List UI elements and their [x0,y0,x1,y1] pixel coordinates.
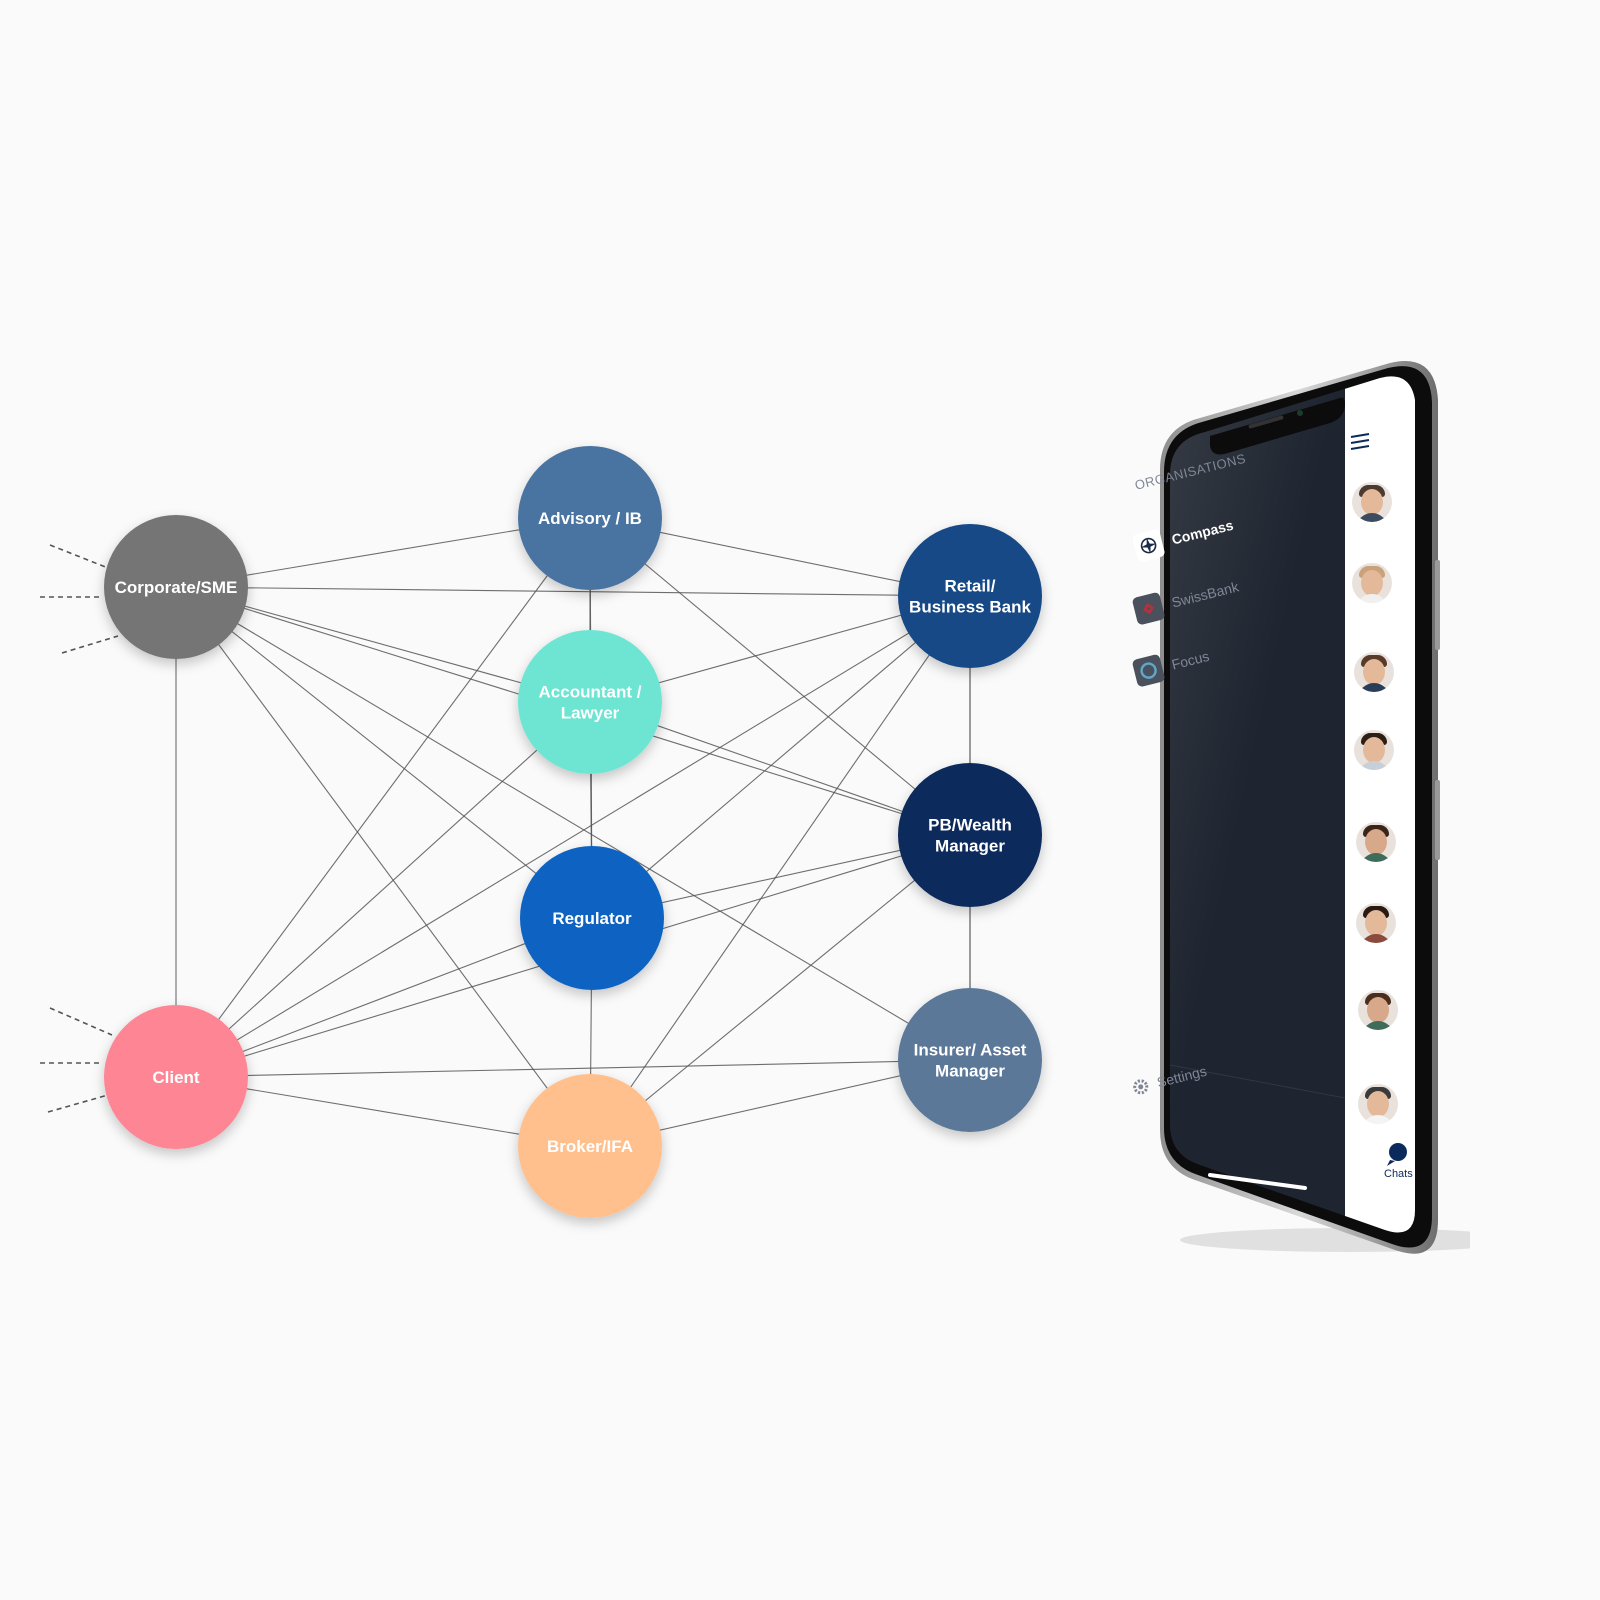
node-retail: Retail/Business Bank [898,524,1042,668]
node-circle-regulator [520,846,664,990]
org-name-focus: Focus [1169,647,1211,673]
node-regulator: Regulator [520,846,664,990]
node-label-client: Client [152,1068,200,1087]
connection-lines [175,517,971,1147]
chats-tab-label[interactable]: Chats [1384,1168,1413,1180]
gear-icon [1133,1079,1149,1095]
avatar[interactable] [1354,730,1394,770]
external-dash-2 [61,635,119,654]
external-dashed-lines [40,544,119,1113]
node-corporate: Corporate/SME [104,515,248,659]
avatar[interactable] [1356,822,1396,862]
edge-corporate-retail [175,586,971,597]
edge-client-insurer [175,1059,971,1078]
node-client: Client [104,1005,248,1149]
external-dash-3 [49,1007,113,1036]
node-label-insurer: Manager [935,1062,1005,1081]
node-circle-corporate [104,515,248,659]
compass-icon [1131,528,1166,563]
node-label-accountant: Accountant / [539,683,642,702]
edge-retail-broker [589,595,971,1147]
edge-advisory-client [175,517,591,1078]
avatar[interactable] [1358,1084,1398,1124]
node-label-pb: PB/Wealth [928,816,1012,835]
edge-pb-broker [589,834,971,1147]
phone-frame [1160,360,1470,1254]
node-circle-pb [898,763,1042,907]
swissbank-logo-icon [1131,591,1166,626]
node-label-advisory: Advisory / IB [538,509,642,528]
node-broker: Broker/IFA [518,1074,662,1218]
avatar[interactable] [1356,903,1396,943]
network-nodes: Corporate/SME Advisory / IB Retail/Busines… [104,446,1042,1218]
avatar[interactable] [1352,563,1392,603]
org-item-focus[interactable]: Focus [1131,642,1213,688]
node-advisory: Advisory / IB [518,446,662,590]
settings-row[interactable]: Settings [1130,1062,1209,1098]
menu-icon[interactable] [1350,433,1370,450]
node-circle-broker [518,1074,662,1218]
chats-tab-icon[interactable] [1387,1143,1407,1166]
edge-regulator-client [175,917,593,1078]
node-accountant: Accountant / Lawyer [518,630,662,774]
edge-corporate-regulator [175,586,593,919]
org-item-swissbank[interactable]: SwissBank [1131,573,1242,626]
avatar[interactable] [1352,482,1392,522]
node-label-insurer: Insurer/ Asset [914,1041,1027,1060]
node-label-accountant: Lawyer [561,704,620,723]
avatar[interactable] [1354,652,1394,692]
node-circle-advisory [518,446,662,590]
edge-retail-client [175,595,971,1078]
node-circle-client [104,1005,248,1149]
node-label-retail: Business Bank [909,598,1031,617]
edge-corporate-insurer [175,586,971,1061]
edge-corporate-broker [175,586,591,1147]
node-label-retail: Retail/ [944,577,995,596]
node-circle-retail [898,524,1042,668]
node-circle-accountant [518,630,662,774]
node-label-broker: Broker/IFA [547,1137,633,1156]
node-circle-insurer [898,988,1042,1132]
phone-mockup: ORGANISATIONS Compass SwissBank Focus [1131,360,1470,1260]
external-dash-0 [49,544,109,569]
edge-retail-regulator [591,595,971,919]
avatar[interactable] [1358,990,1398,1030]
focus-ring-icon [1131,653,1166,688]
node-label-corporate: Corporate/SME [115,578,238,597]
org-item-compass[interactable]: Compass [1131,511,1237,563]
edge-advisory-pb [589,517,971,836]
edge-accountant-client [175,701,591,1078]
external-dash-5 [47,1094,109,1113]
node-label-regulator: Regulator [552,909,632,928]
node-label-pb: Manager [935,837,1005,856]
